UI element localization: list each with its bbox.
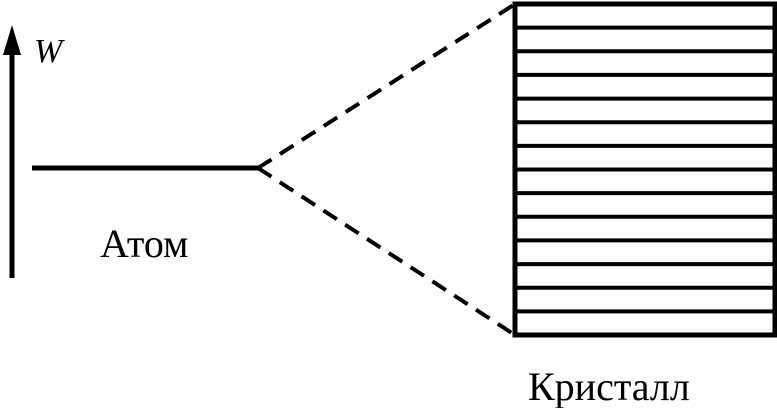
crystal-energy-band [512,1,777,338]
crystal-label: Кристалл [528,364,690,408]
lower-splitting-line [256,166,517,337]
energy-axis-label: W [34,33,65,70]
atom-level-group: Атом [32,165,258,266]
atom-label: Атом [100,221,188,266]
splitting-lines [256,2,517,337]
upper-splitting-line [256,2,517,170]
energy-axis-arrowhead [3,25,21,55]
energy-axis: W [3,25,65,278]
